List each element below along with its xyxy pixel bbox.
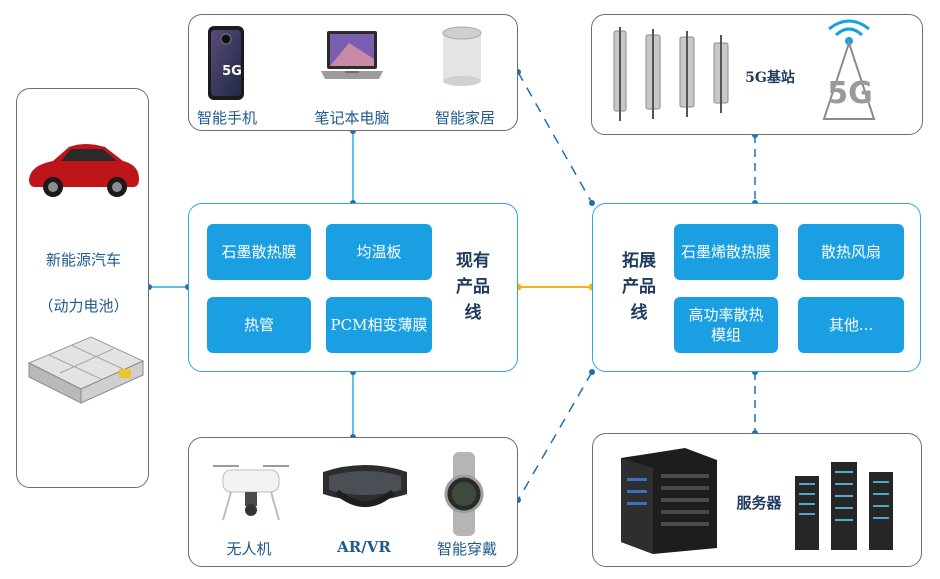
laptop-icon (321, 31, 383, 79)
drone-icon (213, 465, 289, 521)
antenna-array-icon (613, 27, 729, 121)
server-panel: 服务器 (592, 433, 922, 567)
ev-caption-line2: （动力电池） (38, 297, 129, 315)
ev-caption-line1: 新能源汽车 (45, 251, 121, 269)
wearable-caption: 智能穿戴 (436, 540, 497, 558)
existing-item-graphite-film: 石墨散热膜 (207, 224, 311, 280)
server-towers-icon (795, 462, 893, 550)
server-caption: 服务器 (736, 494, 782, 512)
existing-line-title: 现有 产品 线 (456, 251, 490, 323)
base-station-caption: 5G基站 (745, 70, 795, 86)
expanded-product-line-panel: 拓展 产品 线 石墨烯散热膜 散热风扇 高功率散热 模组 其他... (592, 203, 921, 372)
smart-home-caption: 智能家居 (434, 109, 495, 127)
connector-expanded-to-bottom (517, 371, 593, 501)
top-devices-panel: 5G 智能手机 笔记本电脑 智能家居 (188, 14, 518, 131)
smartphone-icon: 5G (208, 26, 244, 100)
connector-dot (589, 369, 595, 375)
base-station-panel: 5G基站 5G (591, 14, 923, 135)
expanded-line-title: 拓展 产品 线 (622, 251, 656, 323)
5g-tower-icon: 5G (822, 19, 876, 120)
smartwatch-icon (444, 452, 484, 536)
existing-product-line-panel: 石墨散热膜 均温板 热管 PCM相变薄膜 现有 产品 线 (188, 203, 518, 372)
electric-car-icon (29, 144, 139, 197)
connector-top-to-expanded (517, 71, 593, 204)
expanded-item-other: 其他... (798, 297, 904, 353)
ar-vr-headset-icon (323, 465, 407, 507)
ev-panel: 新能源汽车 （动力电池） (16, 88, 149, 488)
drone-caption: 无人机 (226, 540, 272, 558)
existing-item-pcm-film: PCM相变薄膜 (326, 297, 432, 353)
expanded-item-cooling-fan: 散热风扇 (798, 224, 904, 280)
connector-dot (589, 200, 595, 206)
server-rack-icon (621, 448, 717, 554)
expanded-item-graphene-film: 石墨烯散热膜 (674, 224, 778, 280)
smart-speaker-icon (442, 26, 482, 86)
existing-item-vapor-chamber: 均温板 (326, 224, 432, 280)
bottom-devices-panel: 无人机 AR/VR 智能穿戴 (188, 437, 518, 567)
existing-item-heat-pipe: 热管 (207, 297, 311, 353)
battery-pack-icon (27, 336, 145, 404)
arvr-caption: AR/VR (337, 538, 391, 556)
laptop-caption: 笔记本电脑 (314, 109, 390, 127)
phone-caption: 智能手机 (197, 109, 258, 127)
expanded-item-high-power-module: 高功率散热 模组 (674, 297, 778, 353)
phone-badge: 5G (222, 64, 242, 79)
5g-logo-text: 5G (827, 76, 873, 111)
